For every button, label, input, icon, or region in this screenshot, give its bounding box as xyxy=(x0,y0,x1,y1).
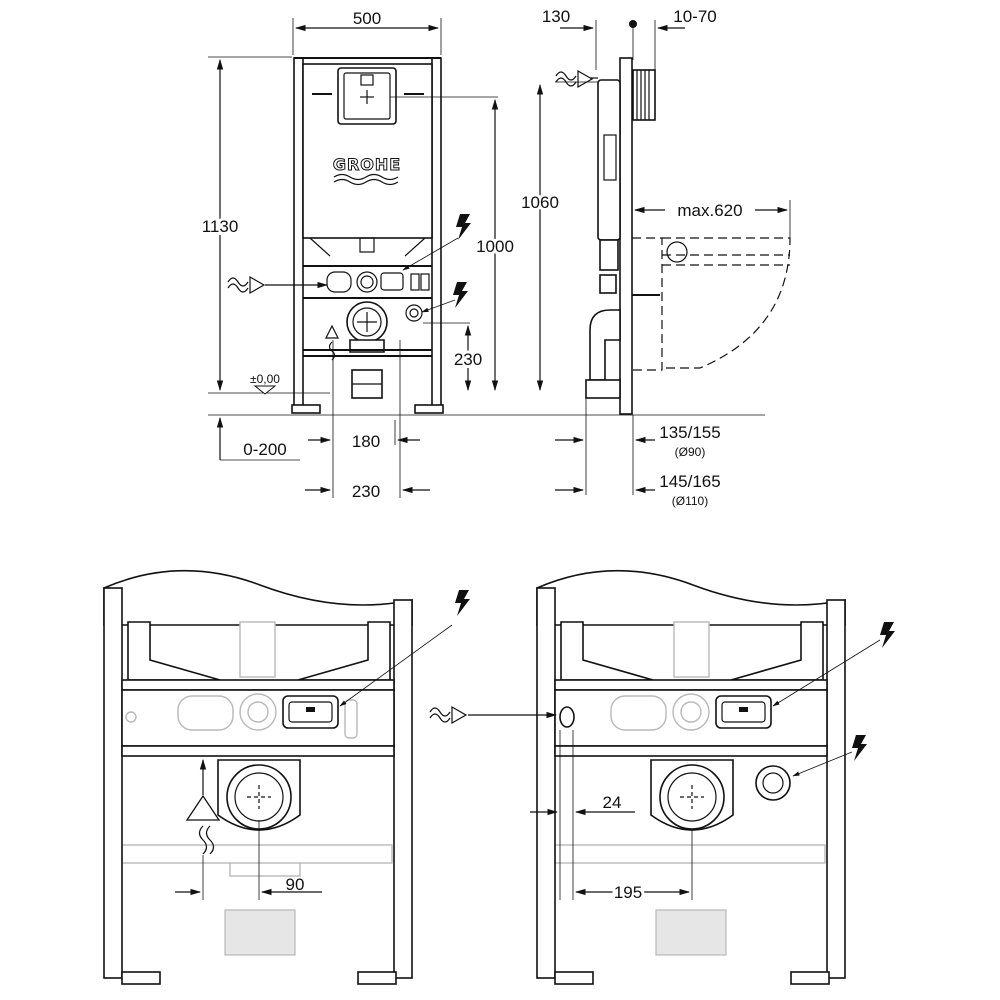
water-supply-icon xyxy=(227,276,265,294)
electric-socket xyxy=(405,304,423,322)
water-supply-icon xyxy=(429,706,467,724)
foot-right xyxy=(414,404,444,414)
dim-bowl-max-620: max.620 xyxy=(677,201,742,220)
dim-wall-10-70: 10-70 xyxy=(673,7,716,26)
frame-left-post xyxy=(536,587,556,979)
electric-lightning-icon xyxy=(455,590,470,616)
label-pipe-d110: (Ø110) xyxy=(672,494,708,508)
frame-right-post xyxy=(431,57,442,413)
electric-socket xyxy=(755,765,791,801)
electric-lightning-icon xyxy=(852,735,867,761)
dim-adjust-0-200: 0-200 xyxy=(243,440,286,459)
logo-wave-1 xyxy=(333,173,399,181)
cistern-top-wave xyxy=(536,569,846,626)
label-pipe-d90: (Ø90) xyxy=(675,445,706,459)
waste-outlet xyxy=(659,764,725,830)
dim-width-500: 500 xyxy=(353,9,381,28)
frame-right-post xyxy=(393,599,413,979)
cistern-side xyxy=(597,79,621,241)
waste-pipe-bend xyxy=(589,309,621,381)
frame-left-post xyxy=(103,587,123,979)
dim-offset-180: 180 xyxy=(352,432,380,451)
mounting-rail-top xyxy=(121,679,395,691)
dim-detail-195: 195 xyxy=(614,883,642,902)
cistern-top-wave xyxy=(103,569,413,626)
grohe-logo: GROHE xyxy=(333,155,401,174)
floor-level-triangle xyxy=(253,385,277,395)
floor-marker-icon xyxy=(325,324,339,339)
waste-pipe-ghost xyxy=(224,909,296,956)
logo-wave-2 xyxy=(333,178,399,186)
foot-left xyxy=(121,971,161,985)
detail-left: 90 xyxy=(103,569,470,985)
dim-height-1130: 1130 xyxy=(202,217,239,236)
flush-plate-side xyxy=(632,69,656,121)
dim-pipe-d90-offset: 135/155 xyxy=(659,423,720,442)
dim-detail-24: 24 xyxy=(603,793,622,812)
dim-detail-90: 90 xyxy=(286,875,305,894)
floor-marker-icon xyxy=(185,794,221,821)
front-view: 500 GROHE xyxy=(199,9,560,501)
electric-lightning-icon xyxy=(453,282,468,308)
dim-depth-130: 130 xyxy=(542,7,570,26)
water-supply-icon xyxy=(555,70,593,88)
side-view: 130 10-70 1060 xyxy=(518,7,791,508)
dim-height-1000: 1000 xyxy=(476,237,514,256)
floor-level-label: ±0,00 xyxy=(250,372,280,386)
dim-pipe-d110-offset: 145/165 xyxy=(659,472,720,491)
dim-offset-230: 230 xyxy=(352,482,380,501)
wall-reference-dot xyxy=(629,20,637,28)
foot-right xyxy=(357,971,397,985)
water-inlet-port xyxy=(559,706,575,728)
frame-right-post xyxy=(826,599,846,979)
frame-left-post xyxy=(293,57,304,413)
foot-left xyxy=(291,404,321,414)
dim-height-1060: 1060 xyxy=(521,193,559,212)
waste-outlet xyxy=(226,764,292,830)
bowl-outline xyxy=(632,237,663,371)
electric-lightning-icon xyxy=(880,622,895,648)
foot-right xyxy=(790,971,830,985)
mounting-rail-top xyxy=(554,679,828,691)
detail-right: 24 195 xyxy=(429,569,895,985)
wall-section xyxy=(619,57,633,415)
foot-left xyxy=(554,971,594,985)
waste-pipe-ghost xyxy=(655,909,727,956)
electric-lightning-icon xyxy=(456,214,471,240)
dim-height-230: 230 xyxy=(454,350,482,369)
